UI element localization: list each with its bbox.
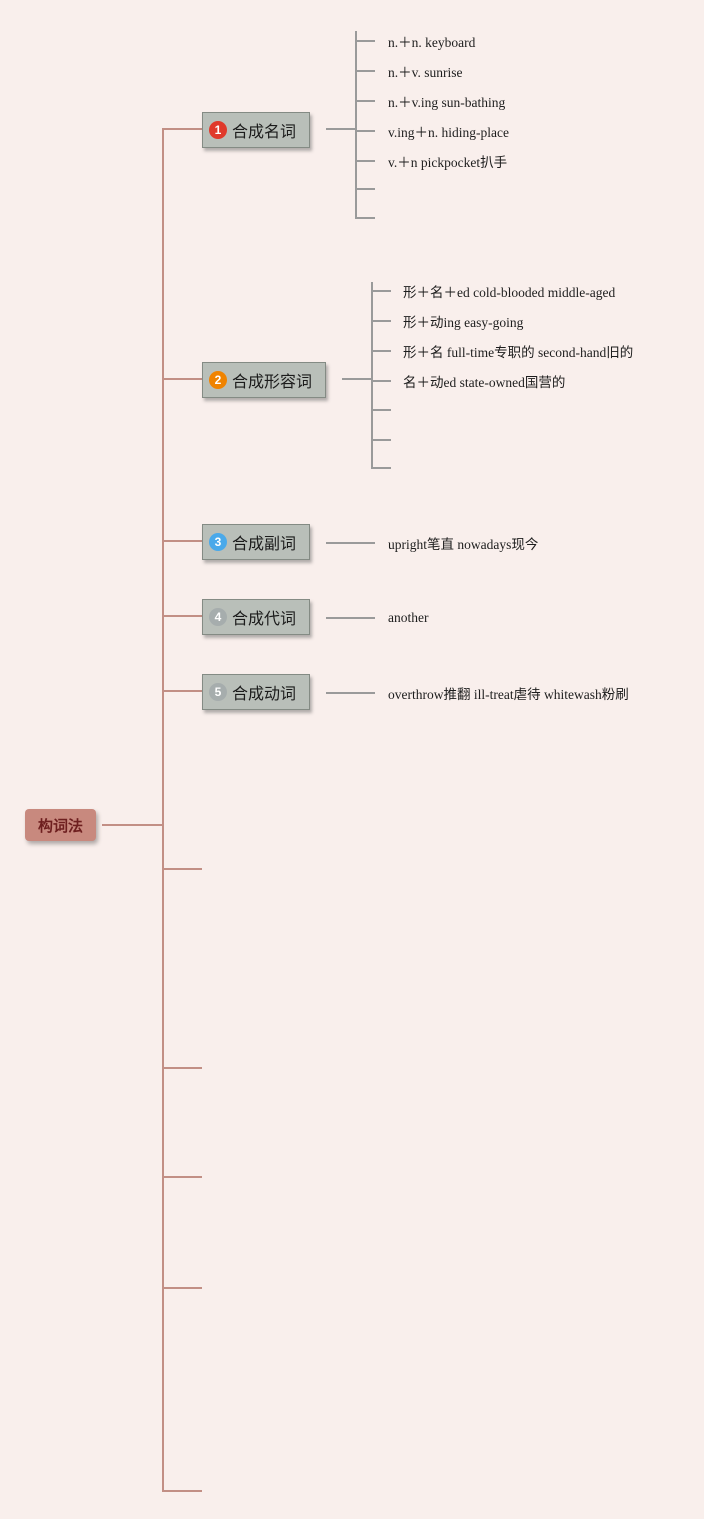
leaf-tick-line — [371, 467, 391, 469]
leaf-connector-line — [342, 378, 371, 380]
root-connector-line — [102, 824, 162, 826]
leaf-connector-line — [326, 692, 375, 694]
leaf-tick-line — [371, 409, 391, 411]
collapsed-branch-line — [162, 1176, 202, 1178]
branch-number-badge: 5 — [209, 683, 227, 701]
leaf-node[interactable]: n.＋n. keyboard — [388, 35, 476, 50]
branch-number-badge: 4 — [209, 608, 227, 626]
branch-connector-line — [162, 690, 202, 692]
branch-number-badge: 1 — [209, 121, 227, 139]
collapsed-branch-line — [162, 1490, 202, 1492]
leaf-tick-line — [355, 40, 375, 42]
leaf-node[interactable]: n.＋v.ing sun-bathing — [388, 95, 506, 110]
leaf-node[interactable]: overthrow推翻 ill-treat虐待 whitewash粉刷 — [388, 687, 629, 702]
leaf-tick-line — [355, 70, 375, 72]
leaf-connector-line — [326, 128, 355, 130]
leaf-tick-line — [355, 160, 375, 162]
leaf-tick-line — [355, 100, 375, 102]
leaf-node[interactable]: 形＋名 full-time专职的 second-hand旧的 — [403, 345, 634, 360]
leaf-node[interactable]: 名＋动ed state-owned国营的 — [403, 375, 566, 390]
leaf-node[interactable]: n.＋v. sunrise — [388, 65, 463, 80]
leaf-node[interactable]: v.＋n pickpocket扒手 — [388, 155, 508, 170]
branch-label: 合成名词 — [232, 124, 297, 141]
branch-connector-line — [162, 540, 202, 542]
leaf-node[interactable]: upright笔直 nowadays现今 — [388, 537, 539, 552]
branch-connector-line — [162, 128, 202, 130]
leaf-tick-line — [371, 439, 391, 441]
branch-node-compound-adjective[interactable]: 2 合成形容词 — [202, 362, 327, 398]
leaf-tick-line — [355, 130, 375, 132]
branch-node-compound-verb[interactable]: 5 合成动词 — [202, 674, 311, 710]
branch-node-compound-pronoun[interactable]: 4 合成代词 — [202, 599, 311, 635]
branch-connector-line — [162, 615, 202, 617]
root-label: 构词法 — [38, 817, 84, 835]
leaf-node[interactable]: another — [388, 610, 429, 625]
leaf-node[interactable]: 形＋名＋ed cold-blooded middle-aged — [403, 285, 616, 300]
collapsed-branch-line — [162, 868, 202, 870]
leaf-trunk-line — [371, 282, 373, 469]
branch-connector-line — [162, 378, 202, 380]
leaf-connector-line — [326, 542, 375, 544]
leaf-node[interactable]: v.ing＋n. hiding-place — [388, 125, 509, 140]
branch-label: 合成代词 — [232, 611, 297, 628]
leaf-tick-line — [355, 217, 375, 219]
branch-label: 合成副词 — [232, 536, 297, 553]
branch-number-badge: 3 — [209, 533, 227, 551]
leaf-connector-line — [326, 617, 375, 619]
leaf-tick-line — [371, 290, 391, 292]
leaf-tick-line — [371, 350, 391, 352]
branch-label: 合成动词 — [232, 686, 297, 703]
leaf-tick-line — [371, 380, 391, 382]
leaf-tick-line — [355, 188, 375, 190]
leaf-tick-line — [371, 320, 391, 322]
root-node[interactable]: 构词法 — [25, 809, 97, 841]
branch-node-compound-adverb[interactable]: 3 合成副词 — [202, 524, 311, 560]
branch-label: 合成形容词 — [232, 374, 313, 391]
collapsed-branch-line — [162, 1287, 202, 1289]
branch-node-compound-noun[interactable]: 1 合成名词 — [202, 112, 311, 148]
collapsed-branch-line — [162, 1067, 202, 1069]
leaf-trunk-line — [355, 31, 357, 219]
leaf-node[interactable]: 形＋动ing easy-going — [403, 315, 524, 330]
trunk-line — [162, 128, 164, 1492]
branch-number-badge: 2 — [209, 371, 227, 389]
